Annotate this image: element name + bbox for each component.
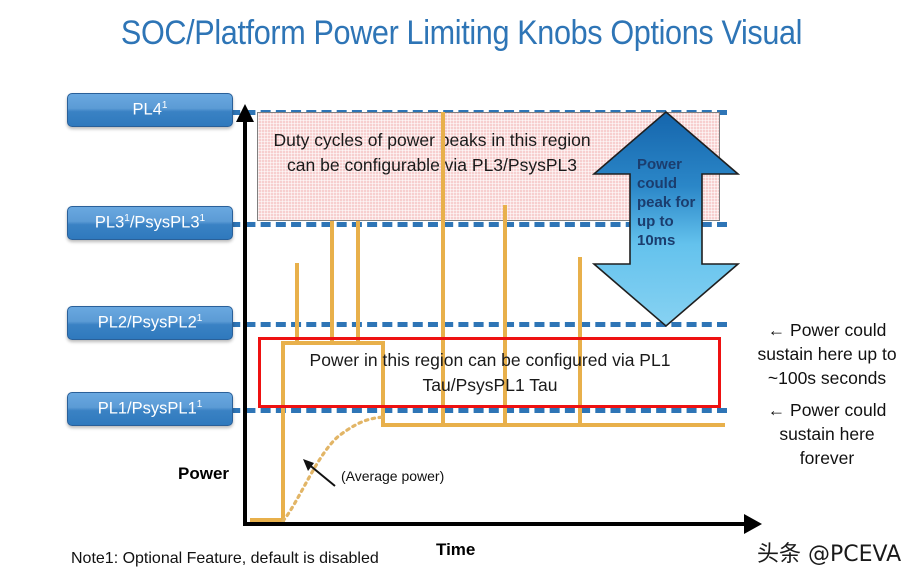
footnote-note1: Note1: Optional Feature, default is disa… xyxy=(71,550,379,567)
label-box-pl2-text: PL2/PsysPL21 xyxy=(97,313,203,332)
average-power-curve xyxy=(281,415,387,523)
label-box-pl1-text: PL1/PsysPL11 xyxy=(97,399,203,418)
average-power-arrowhead-icon xyxy=(303,459,314,471)
annotation-sustain-forever: ← Power could sustain here forever xyxy=(767,400,887,468)
power-peak-arrow-icon xyxy=(592,110,740,328)
x-axis-arrowhead-icon xyxy=(744,514,762,534)
label-box-pl2[interactable]: PL2/PsysPL21 xyxy=(67,306,233,340)
y-axis-arrowhead-icon xyxy=(236,104,254,122)
label-box-pl4[interactable]: PL41 xyxy=(67,93,233,127)
y-axis-label: Power xyxy=(178,464,230,483)
average-power-leader-line xyxy=(306,462,336,487)
label-box-pl4-text: PL41 xyxy=(132,100,168,119)
watermark: 头条 @PCEVA xyxy=(757,542,902,567)
power-limit-line-pl3 xyxy=(215,222,727,227)
power-limit-line-pl2 xyxy=(215,322,727,327)
x-axis-label: Time xyxy=(436,540,476,559)
average-power-label: (Average power) xyxy=(341,468,445,484)
pl1-tau-region-box xyxy=(258,337,721,408)
x-axis-line xyxy=(243,522,748,526)
label-box-pl3-text: PL31/PsysPL31 xyxy=(94,213,206,232)
power-peak-arrow-label: Power could peak for up to 10ms xyxy=(637,156,696,249)
annotation-sustain-100s: ← Power could sustain here up to ~100s s… xyxy=(757,320,897,388)
pl3-region-label: Duty cycles of power peaks in this regio… xyxy=(273,130,591,175)
pl1-tau-region-label: Power in this region can be configured v… xyxy=(309,350,671,395)
label-box-pl1[interactable]: PL1/PsysPL11 xyxy=(67,392,233,426)
power-limit-line-pl1 xyxy=(215,408,727,413)
y-axis-line xyxy=(243,118,247,526)
page-title: SOC/Platform Power Limiting Knobs Option… xyxy=(120,14,803,52)
label-box-pl3[interactable]: PL31/PsysPL31 xyxy=(67,206,233,240)
